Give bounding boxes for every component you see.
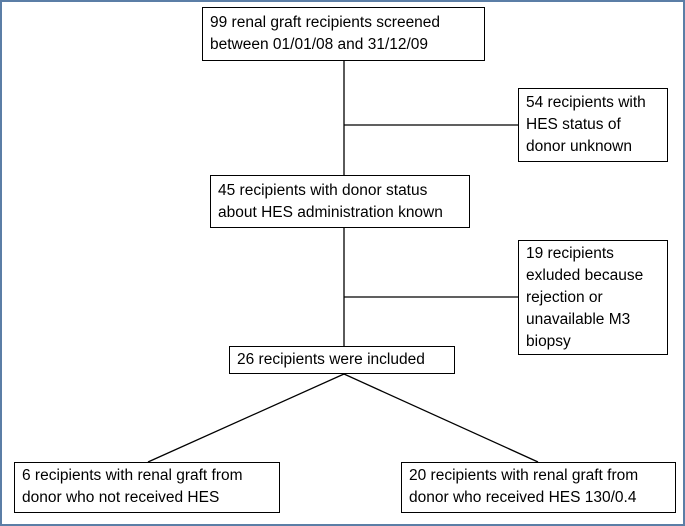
box-excluded-unknown-line2: HES status of [526,116,621,133]
box-included-line1: 26 recipients were included [237,351,425,368]
box-excluded-unknown-line3: donor unknown [526,138,632,155]
box-no-hes-line1: 6 recipients with renal graft from [22,467,243,484]
box-known: 45 recipients with donor status about HE… [210,175,470,228]
box-excluded-rejection-line2: exluded because [526,267,644,284]
box-excluded-rejection: 19 recipients exluded because rejection … [518,240,668,355]
box-excluded-unknown: 54 recipients with HES status of donor u… [518,88,668,162]
box-known-line2: about HES administration known [218,204,443,221]
box-known-line1: 45 recipients with donor status [218,182,428,199]
box-excluded-unknown-line1: 54 recipients with [526,94,646,111]
box-excluded-rejection-line4: unavailable M3 [526,311,631,328]
box-hes: 20 recipients with renal graft from dono… [401,462,676,513]
box-excluded-rejection-line3: rejection or [526,289,603,306]
box-excluded-rejection-line5: biopsy [526,333,571,350]
box-screened-line2: between 01/01/08 and 31/12/09 [210,36,429,53]
box-screened: 99 renal graft recipients screened betwe… [202,7,485,61]
box-hes-line2: donor who received HES 130/0.4 [409,489,637,506]
box-screened-line1: 99 renal graft recipients screened [210,14,441,31]
connector-included-to-hes [343,373,539,463]
box-hes-line1: 20 recipients with renal graft from [409,467,639,484]
box-included: 26 recipients were included [229,346,455,374]
box-no-hes-line2: donor who not received HES [22,489,220,506]
box-no-hes: 6 recipients with renal graft from donor… [14,462,280,513]
connector-included-to-no-hes [147,373,345,463]
box-excluded-rejection-line1: 19 recipients [526,245,614,262]
